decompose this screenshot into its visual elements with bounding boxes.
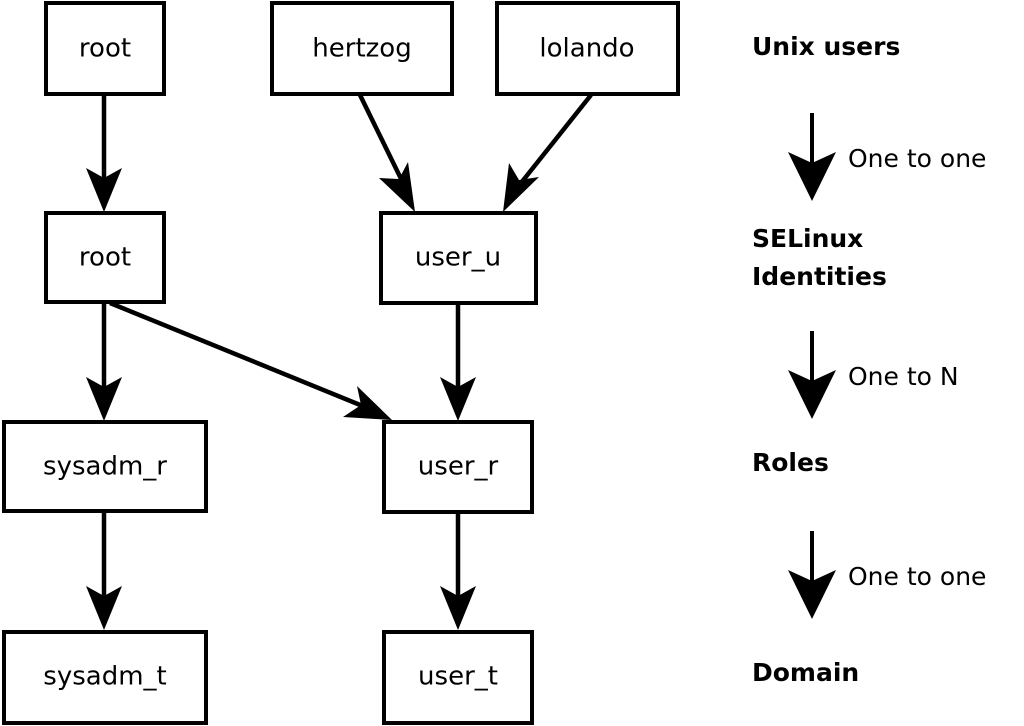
arrow-head-icon [440, 586, 476, 630]
arrow-head-icon [440, 377, 476, 421]
edge-unix-lolando-to-user-u [503, 93, 593, 212]
edge-user-r-to-user-t [440, 513, 476, 630]
arrow-head-icon [343, 386, 392, 420]
edge-line [357, 94, 410, 192]
arrow-head-icon [503, 163, 539, 212]
arrow-head-icon [788, 370, 836, 419]
node-box [2, 630, 208, 725]
legend-arrow-users-to-identities [788, 113, 836, 201]
legend-arrow-identities-to-roles [788, 331, 836, 419]
arrow-head-icon [86, 168, 122, 212]
node-label: lolando [539, 34, 634, 64]
legend-label-selinux-identities-line2: Identities [752, 262, 887, 291]
edge-sysadm-r-to-sysadm-t [86, 512, 122, 630]
node-label: hertzog [312, 34, 411, 64]
node-box [379, 211, 538, 305]
node-domain-user-t[interactable]: user_t [382, 630, 534, 725]
edge-unix-root-to-identity-root [86, 95, 122, 212]
edge-identity-root-to-sysadm-r [86, 303, 122, 421]
node-unix-root[interactable]: root [44, 1, 166, 96]
node-unix-lolando[interactable]: lolando [495, 1, 680, 96]
node-box [495, 1, 680, 96]
node-label: sysadm_r [43, 452, 167, 482]
edge-user-u-to-user-r [440, 304, 476, 421]
node-box [44, 211, 166, 304]
node-box [270, 1, 454, 96]
node-label: sysadm_t [43, 662, 166, 692]
legend-cardinality-identities-to-roles: One to N [848, 362, 959, 391]
edge-line [109, 300, 371, 412]
node-identity-user-u[interactable]: user_u [379, 211, 538, 305]
node-box [382, 630, 534, 725]
node-label: user_r [418, 452, 499, 482]
arrow-head-icon [788, 152, 836, 201]
edge-identity-root-to-user-r [109, 300, 392, 420]
node-role-user-r[interactable]: user_r [382, 420, 534, 514]
legend-label-unix-users: Unix users [752, 32, 900, 61]
node-box [382, 420, 534, 514]
legend-cardinality-roles-to-domain: One to one [848, 562, 986, 591]
arrow-head-icon [86, 377, 122, 421]
node-label: root [79, 243, 131, 273]
node-identity-root[interactable]: root [44, 211, 166, 304]
edge-unix-hertzog-to-user-u [357, 94, 415, 212]
edge-line [515, 93, 593, 190]
arrow-head-icon [788, 570, 836, 619]
node-domain-sysadm-t[interactable]: sysadm_t [2, 630, 208, 725]
node-label: root [79, 34, 131, 64]
legend-label-domain: Domain [752, 658, 859, 687]
legend-label-roles: Roles [752, 448, 829, 477]
arrow-head-icon [86, 586, 122, 630]
node-box [2, 420, 208, 513]
node-role-sysadm-r[interactable]: sysadm_r [2, 420, 208, 513]
node-label: user_t [418, 662, 498, 692]
legend-cardinality-users-to-identities: One to one [848, 144, 986, 173]
arrow-head-icon [379, 162, 415, 212]
legend-label-selinux-identities-line1: SELinux [752, 224, 863, 253]
legend-arrow-roles-to-domain [788, 531, 836, 619]
node-unix-hertzog[interactable]: hertzog [270, 1, 454, 96]
node-box [44, 1, 166, 96]
node-label: user_u [415, 243, 501, 273]
